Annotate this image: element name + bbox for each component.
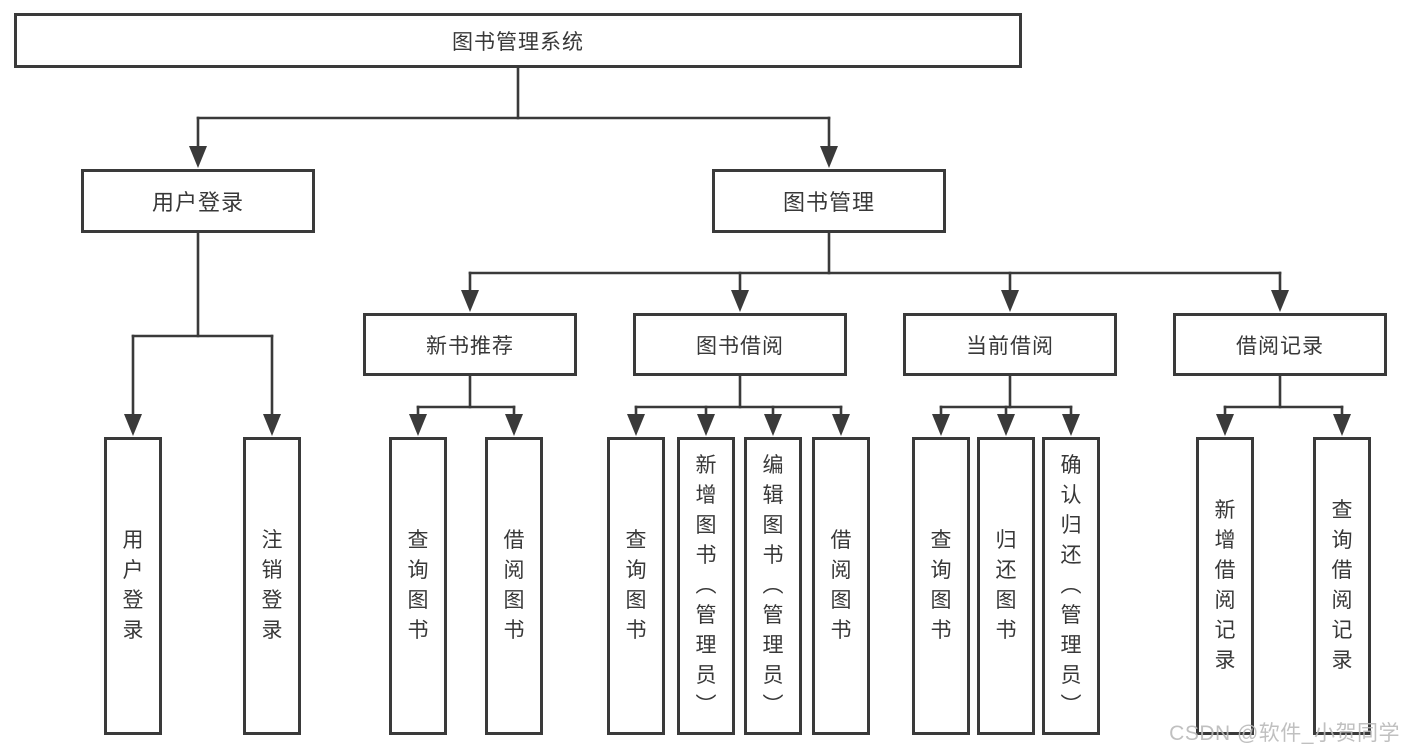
node-root: 图书管理系统 — [14, 13, 1022, 68]
node-label: 查 询 图 书 — [625, 529, 647, 642]
node-cb-return: 归 还 图 书 — [977, 437, 1035, 735]
node-user-login-leaf: 用 户 登 录 — [104, 437, 162, 735]
node-current-borrow: 当前借阅 — [903, 313, 1117, 376]
node-label: 查 询 借 阅 记 录 — [1331, 499, 1353, 672]
node-label: 借阅记录 — [1236, 334, 1324, 358]
node-label: 用户登录 — [151, 190, 244, 215]
node-nbr-borrow: 借 阅 图 书 — [485, 437, 543, 735]
arrowhead-icon — [1216, 414, 1234, 436]
node-book-mgmt: 图书管理 — [712, 169, 946, 233]
arrowhead-icon — [1271, 290, 1289, 312]
arrowhead-icon — [263, 414, 281, 436]
node-cb-query: 查 询 图 书 — [912, 437, 970, 735]
node-label: 注 销 登 录 — [261, 529, 283, 642]
node-label: 编 辑 图 书 ︵ 管 理 员 ︶ — [762, 454, 784, 717]
node-br-add: 新 增 借 阅 记 录 — [1196, 437, 1254, 735]
node-nbr-query: 查 询 图 书 — [389, 437, 447, 735]
node-user-login: 用户登录 — [81, 169, 315, 233]
node-bb-add: 新 增 图 书 ︵ 管 理 员 ︶ — [677, 437, 735, 735]
arrowhead-icon — [1333, 414, 1351, 436]
node-book-borrow: 图书借阅 — [633, 313, 847, 376]
node-cb-confirm: 确 认 归 还 ︵ 管 理 员 ︶ — [1042, 437, 1100, 735]
node-label: 归 还 图 书 — [995, 529, 1017, 642]
arrowhead-icon — [697, 414, 715, 436]
node-bb-query: 查 询 图 书 — [607, 437, 665, 735]
node-logout: 注 销 登 录 — [243, 437, 301, 735]
arrowhead-icon — [820, 146, 838, 168]
node-br-query: 查 询 借 阅 记 录 — [1313, 437, 1371, 735]
node-borrow-records: 借阅记录 — [1173, 313, 1387, 376]
arrowhead-icon — [124, 414, 142, 436]
node-label: 确 认 归 还 ︵ 管 理 员 ︶ — [1060, 454, 1082, 717]
node-label: 查 询 图 书 — [407, 529, 429, 642]
node-bb-borrow: 借 阅 图 书 — [812, 437, 870, 735]
node-label: 查 询 图 书 — [930, 529, 952, 642]
node-bb-edit: 编 辑 图 书 ︵ 管 理 员 ︶ — [744, 437, 802, 735]
arrowhead-icon — [1062, 414, 1080, 436]
arrowhead-icon — [461, 290, 479, 312]
node-label: 当前借阅 — [966, 334, 1054, 358]
watermark: CSDN @软件_小贺同学 — [1169, 722, 1400, 745]
arrowhead-icon — [189, 146, 207, 168]
node-label: 新 增 图 书 ︵ 管 理 员 ︶ — [695, 454, 717, 717]
node-label: 图书借阅 — [696, 334, 784, 358]
node-label: 图书管理系统 — [452, 30, 584, 54]
node-label: 新书推荐 — [426, 334, 514, 358]
arrowhead-icon — [1001, 290, 1019, 312]
arrowhead-icon — [627, 414, 645, 436]
node-label: 借 阅 图 书 — [503, 529, 525, 642]
node-label: 新 增 借 阅 记 录 — [1214, 499, 1236, 672]
node-label: 用 户 登 录 — [122, 529, 144, 642]
arrowhead-icon — [409, 414, 427, 436]
arrowhead-icon — [764, 414, 782, 436]
arrowhead-icon — [731, 290, 749, 312]
arrowhead-icon — [997, 414, 1015, 436]
node-new-book-rec: 新书推荐 — [363, 313, 577, 376]
arrowhead-icon — [932, 414, 950, 436]
node-label: 图书管理 — [782, 190, 875, 215]
node-label: 借 阅 图 书 — [830, 529, 852, 642]
arrowhead-icon — [832, 414, 850, 436]
arrowhead-icon — [505, 414, 523, 436]
